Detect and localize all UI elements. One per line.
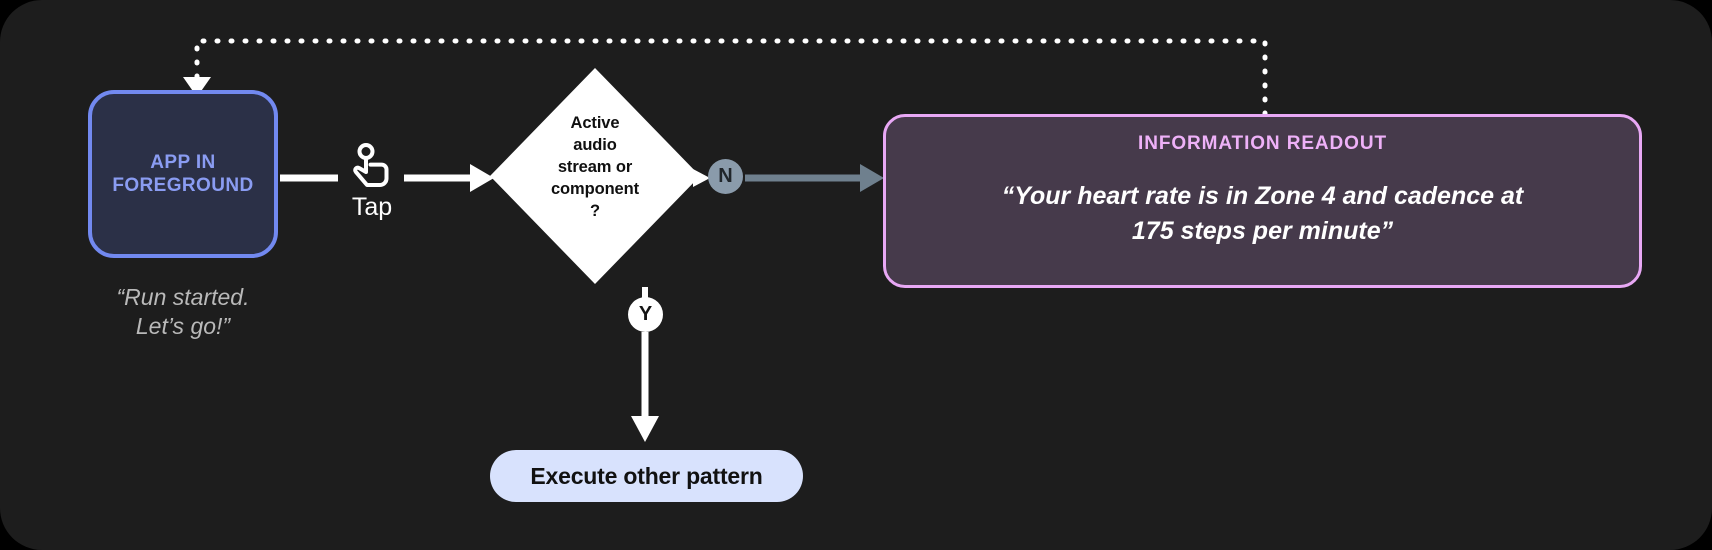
app-caption-line1: “Run started. (116, 284, 250, 310)
readout-body: “Your heart rate is in Zone 4 and cadenc… (933, 179, 1593, 248)
readout-title: INFORMATION READOUT (1138, 133, 1387, 154)
readout-body-line2: 175 steps per minute” (1131, 216, 1394, 245)
decision-label-line1: Active (570, 114, 620, 132)
app-voice-caption: “Run started. Let’s go!” (78, 283, 288, 342)
tap-gesture-icon (353, 143, 389, 187)
branch-badge-no-label: N (718, 165, 733, 187)
node-information-readout[interactable]: INFORMATION READOUT “Your heart rate is … (883, 114, 1642, 288)
decision-diamond-shape (490, 68, 700, 284)
tap-interaction-group: Tap (337, 143, 407, 220)
decision-label-line5: ? (590, 201, 600, 220)
tap-label: Tap (351, 193, 393, 221)
arrowhead-no-to-readout (860, 164, 884, 192)
app-box-label-line2: FOREGROUND (112, 175, 254, 196)
decision-label-line4: component (550, 179, 639, 198)
decision-label-line3: stream or (557, 157, 633, 176)
branch-badge-no: N (708, 159, 743, 194)
app-caption-line2: Let’s go!” (135, 313, 231, 340)
decision-label: Active audio stream or component ? (521, 113, 669, 223)
connector-feedback-loop (194, 38, 1268, 117)
node-decision-audio-stream[interactable]: Active audio stream or component ? (487, 65, 703, 287)
node-execute-other-pattern[interactable]: Execute other pattern (490, 450, 803, 502)
decision-label-line2: audio (573, 135, 617, 154)
node-app-in-foreground[interactable]: APP IN FOREGROUND (88, 90, 278, 258)
arrowhead-yes-to-pill (631, 416, 659, 442)
app-box-label: APP IN FOREGROUND (112, 151, 253, 197)
app-box-label-line1: APP IN (150, 151, 216, 173)
pill-label: Execute other pattern (530, 462, 763, 489)
branch-badge-yes: Y (628, 297, 663, 332)
readout-body-line1: “Your heart rate is in Zone 4 and cadenc… (1001, 182, 1524, 210)
branch-badge-yes-label: Y (638, 303, 653, 325)
